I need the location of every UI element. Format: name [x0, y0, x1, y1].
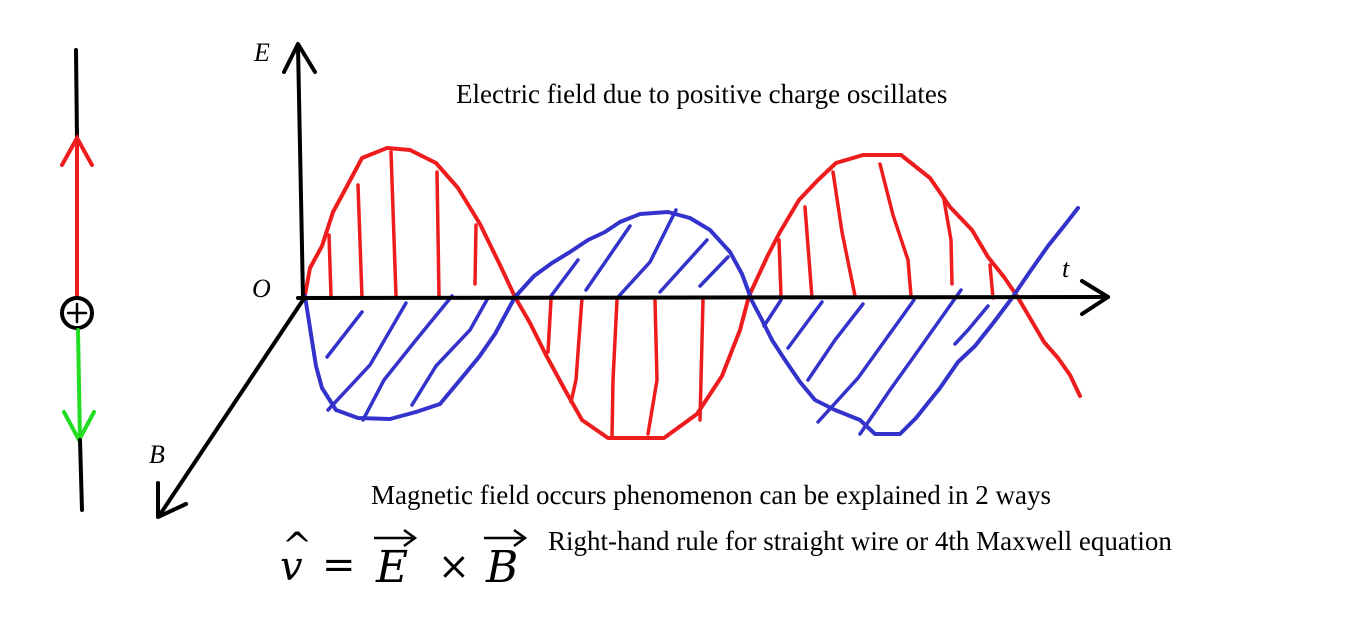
vector-arrow-e — [374, 528, 418, 548]
wire-bottom — [78, 438, 84, 512]
electric-field-caption: Electric field due to positive charge os… — [456, 79, 948, 109]
electric-field-wave — [303, 146, 1082, 440]
rule-caption: Right-hand rule for straight wire or 4th… — [548, 526, 1172, 556]
wire-up-arrowhead — [60, 133, 94, 167]
cross-product-equation: ^ v = E × B — [278, 524, 528, 594]
charge-wire — [60, 48, 96, 512]
axes — [156, 42, 1110, 519]
wire-top — [74, 48, 79, 142]
electric-field-hatch — [327, 150, 995, 439]
e-axis-arrowhead — [282, 42, 317, 74]
t-axis-label: t — [1062, 254, 1070, 283]
vector-arrow-b — [484, 528, 528, 548]
e-axis-line — [296, 44, 305, 300]
t-axis-line — [296, 295, 1110, 300]
magnetic-field-caption: Magnetic field occurs phenomenon can be … — [371, 480, 1052, 510]
b-axis-arrowhead — [156, 481, 188, 519]
equation-lhs: v — [280, 544, 303, 590]
equation-times: × — [438, 544, 470, 588]
e-axis-label: E — [254, 38, 270, 67]
origin-label: O — [252, 274, 271, 303]
magnetic-field-hatch — [325, 208, 990, 436]
b-axis-label: B — [149, 440, 165, 469]
equation-vector-b: B — [486, 542, 519, 593]
equation-vector-e: E — [376, 542, 409, 593]
equation-equals: = — [322, 542, 356, 588]
t-axis-arrowhead — [1080, 279, 1110, 316]
magnetic-field-wave — [303, 206, 1080, 436]
equation-hat: ^ — [282, 526, 313, 567]
b-axis-line — [157, 298, 305, 518]
wire-green-segment — [76, 328, 82, 442]
